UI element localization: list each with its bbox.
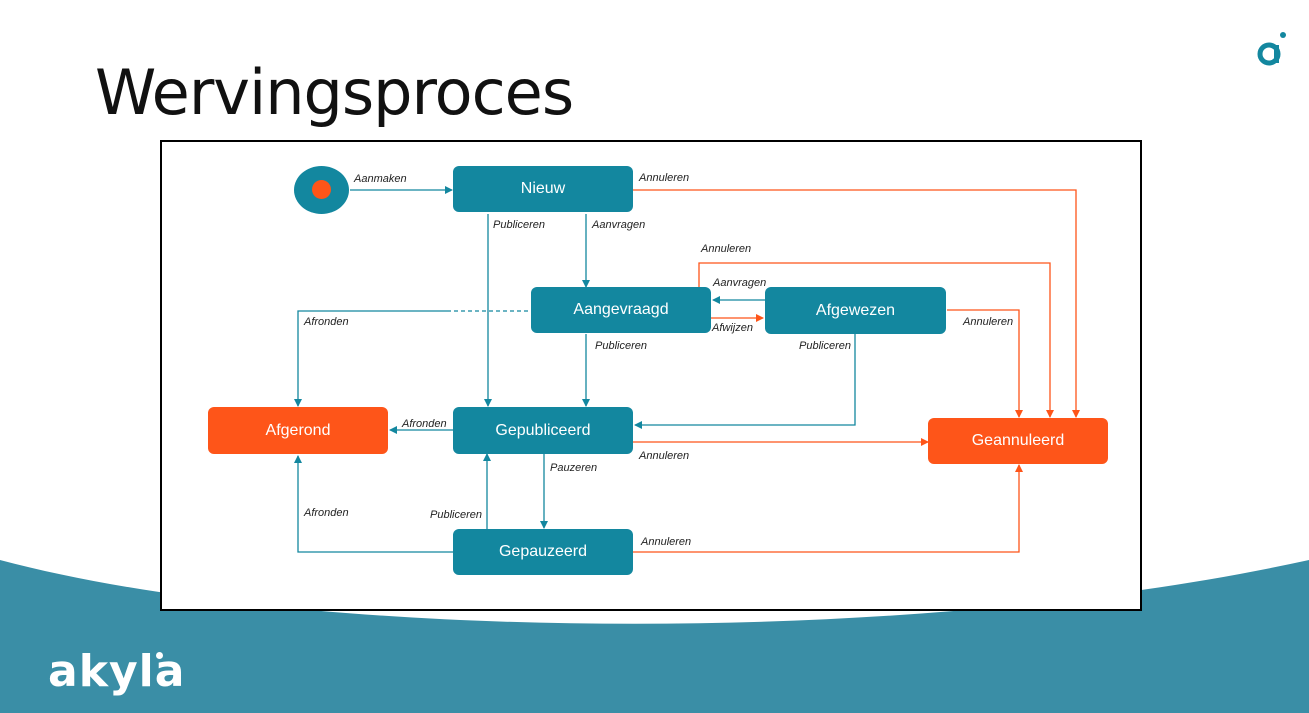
state-gepubliceerd-label: Gepubliceerd [495, 421, 591, 439]
label-afgewezen-aanvragen: Aanvragen [713, 277, 767, 289]
akyla-logo-icon [1257, 32, 1286, 66]
state-geannuleerd-label: Geannuleerd [971, 432, 1065, 449]
state-afgewezen: Afgewezen [765, 287, 946, 334]
start-node-dot [312, 180, 331, 199]
state-nieuw: Nieuw [453, 166, 633, 212]
state-afgerond-label: Afgerond [265, 421, 331, 439]
brand-dot [156, 652, 163, 659]
edge-nieuw-annuleren [633, 189, 1080, 418]
edge-afgewezen-annuleren [947, 309, 1023, 418]
edge-aangevraagd-afronden [294, 310, 447, 407]
edge-gepauzeerd-annuleren [633, 464, 1023, 553]
state-geannuleerd: Geannuleerd [928, 418, 1108, 464]
state-aangevraagd-label: Aangevraagd [573, 301, 669, 318]
state-diagram-arrows [294, 186, 1080, 553]
label-nieuw-annuleren: Annuleren [639, 172, 690, 184]
label-gepubliceerd-annuleren: Annuleren [639, 450, 690, 462]
label-nieuw-publiceren: Publiceren [493, 219, 545, 231]
label-aangevraagd-afwijzen: Afwijzen [712, 322, 753, 334]
label-aangevraagd-afronden: Afronden [304, 316, 349, 328]
label-gepauzeerd-afronden: Afronden [304, 507, 349, 519]
page-title: Wervingsproces [95, 56, 574, 129]
edge-afgewezen-annuleren-top [698, 262, 1054, 418]
label-gepubliceerd-pauzeren: Pauzeren [550, 462, 598, 474]
brand-wordmark: akyla [48, 646, 186, 697]
state-afgerond: Afgerond [208, 407, 388, 454]
state-nieuw-label: Nieuw [520, 180, 566, 197]
label-gepubliceerd-afronden: Afronden [402, 418, 447, 430]
start-node [294, 166, 349, 214]
edge-afgewezen-publiceren [634, 334, 856, 429]
label-gepauzeerd-annuleren: Annuleren [641, 536, 692, 548]
state-gepauzeerd: Gepauzeerd [453, 529, 633, 575]
label-afgewezen-publiceren: Publiceren [799, 340, 851, 352]
edge-gepauzeerd-afronden [294, 455, 454, 553]
state-aangevraagd: Aangevraagd [531, 287, 711, 333]
diagram-frame: Nieuw Aangevraagd Afgewezen Afgerond Gep… [160, 140, 1142, 611]
label-afgewezen-annuleren: Annuleren [963, 316, 1014, 328]
state-gepubliceerd: Gepubliceerd [453, 407, 633, 454]
state-afgewezen-label: Afgewezen [815, 301, 896, 319]
label-nieuw-aanvragen: Aanvragen [592, 219, 646, 231]
label-aanmaken: Aanmaken [354, 173, 407, 185]
label-aangevraagd-publiceren: Publiceren [595, 340, 647, 352]
state-gepauzeerd-label: Gepauzeerd [498, 543, 588, 560]
label-gepauzeerd-publiceren: Publiceren [430, 509, 482, 521]
label-afgewezen-annuleren-top: Annuleren [701, 243, 752, 255]
